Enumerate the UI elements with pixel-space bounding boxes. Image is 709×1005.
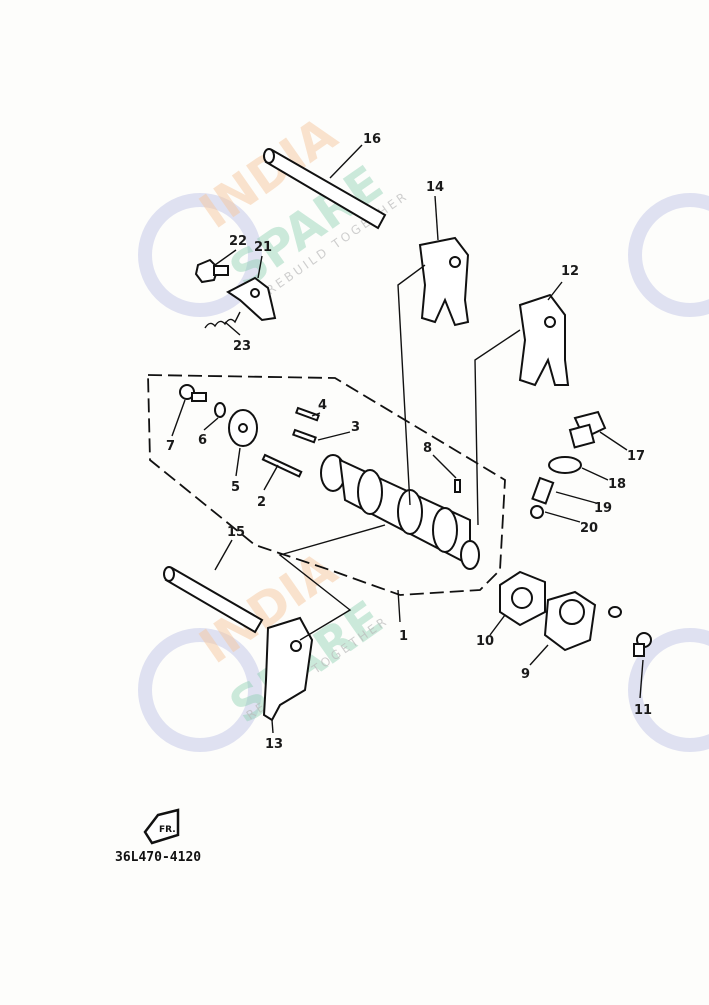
- wrench-logo-icon: [138, 193, 709, 752]
- label-14: 14: [426, 180, 444, 195]
- pin-4: [295, 406, 320, 422]
- label-21: 21: [254, 240, 272, 255]
- cover-9: [543, 590, 597, 652]
- label-9: 9: [521, 667, 530, 682]
- segment-5: [228, 409, 258, 447]
- shift-drum-1: [320, 454, 480, 570]
- label-18: 18: [608, 477, 626, 492]
- label-17: 17: [627, 449, 645, 464]
- label-15: 15: [227, 525, 245, 540]
- label-19: 19: [594, 501, 612, 516]
- gasket-10: [499, 570, 546, 627]
- label-4: 4: [318, 398, 327, 413]
- label-10: 10: [476, 634, 494, 649]
- label-12: 12: [561, 264, 579, 279]
- bolt-7: [179, 384, 207, 402]
- pin-8: [454, 479, 461, 493]
- label-6: 6: [198, 433, 207, 448]
- leader-lines: [171, 144, 644, 734]
- shift-fork-14: [418, 236, 470, 327]
- shift-fork-shaft-16: [263, 148, 387, 230]
- label-22: 22: [229, 234, 247, 249]
- drawing-code: 36L470-4120: [115, 850, 202, 865]
- spring-23: [204, 311, 241, 329]
- pin-2: [261, 453, 303, 478]
- label-8: 8: [423, 441, 432, 456]
- label-2: 2: [257, 495, 266, 510]
- label-11: 11: [634, 703, 652, 718]
- label-1: 1: [399, 629, 408, 644]
- label-20: 20: [580, 521, 598, 536]
- shift-fork-shaft-15: [163, 566, 264, 634]
- label-16: 16: [363, 132, 381, 147]
- part-labels: 1 2 3 4 5 6 7 8 9 10 11 12 13 14 15 16 1…: [166, 132, 652, 752]
- front-arrow-icon: FR.: [143, 808, 180, 845]
- label-7: 7: [166, 439, 175, 454]
- pin-3: [292, 428, 317, 444]
- gasket-18: [548, 456, 582, 474]
- front-badge-text: FR.: [159, 825, 176, 835]
- spring-19: [531, 476, 555, 505]
- ball-20: [530, 505, 544, 519]
- shift-fork-13: [262, 616, 314, 722]
- bolt-11: [633, 632, 652, 657]
- bolt-22: [194, 258, 229, 284]
- label-23: 23: [233, 339, 251, 354]
- shift-fork-12: [518, 293, 570, 387]
- neutral-switch-17: [568, 410, 607, 449]
- label-5: 5: [231, 480, 240, 495]
- assembly-outline: [147, 374, 506, 596]
- washer-6: [214, 402, 226, 418]
- label-13: 13: [265, 737, 283, 752]
- label-3: 3: [351, 420, 360, 435]
- clip-small: [608, 606, 622, 618]
- stopper-lever-21: [226, 276, 277, 322]
